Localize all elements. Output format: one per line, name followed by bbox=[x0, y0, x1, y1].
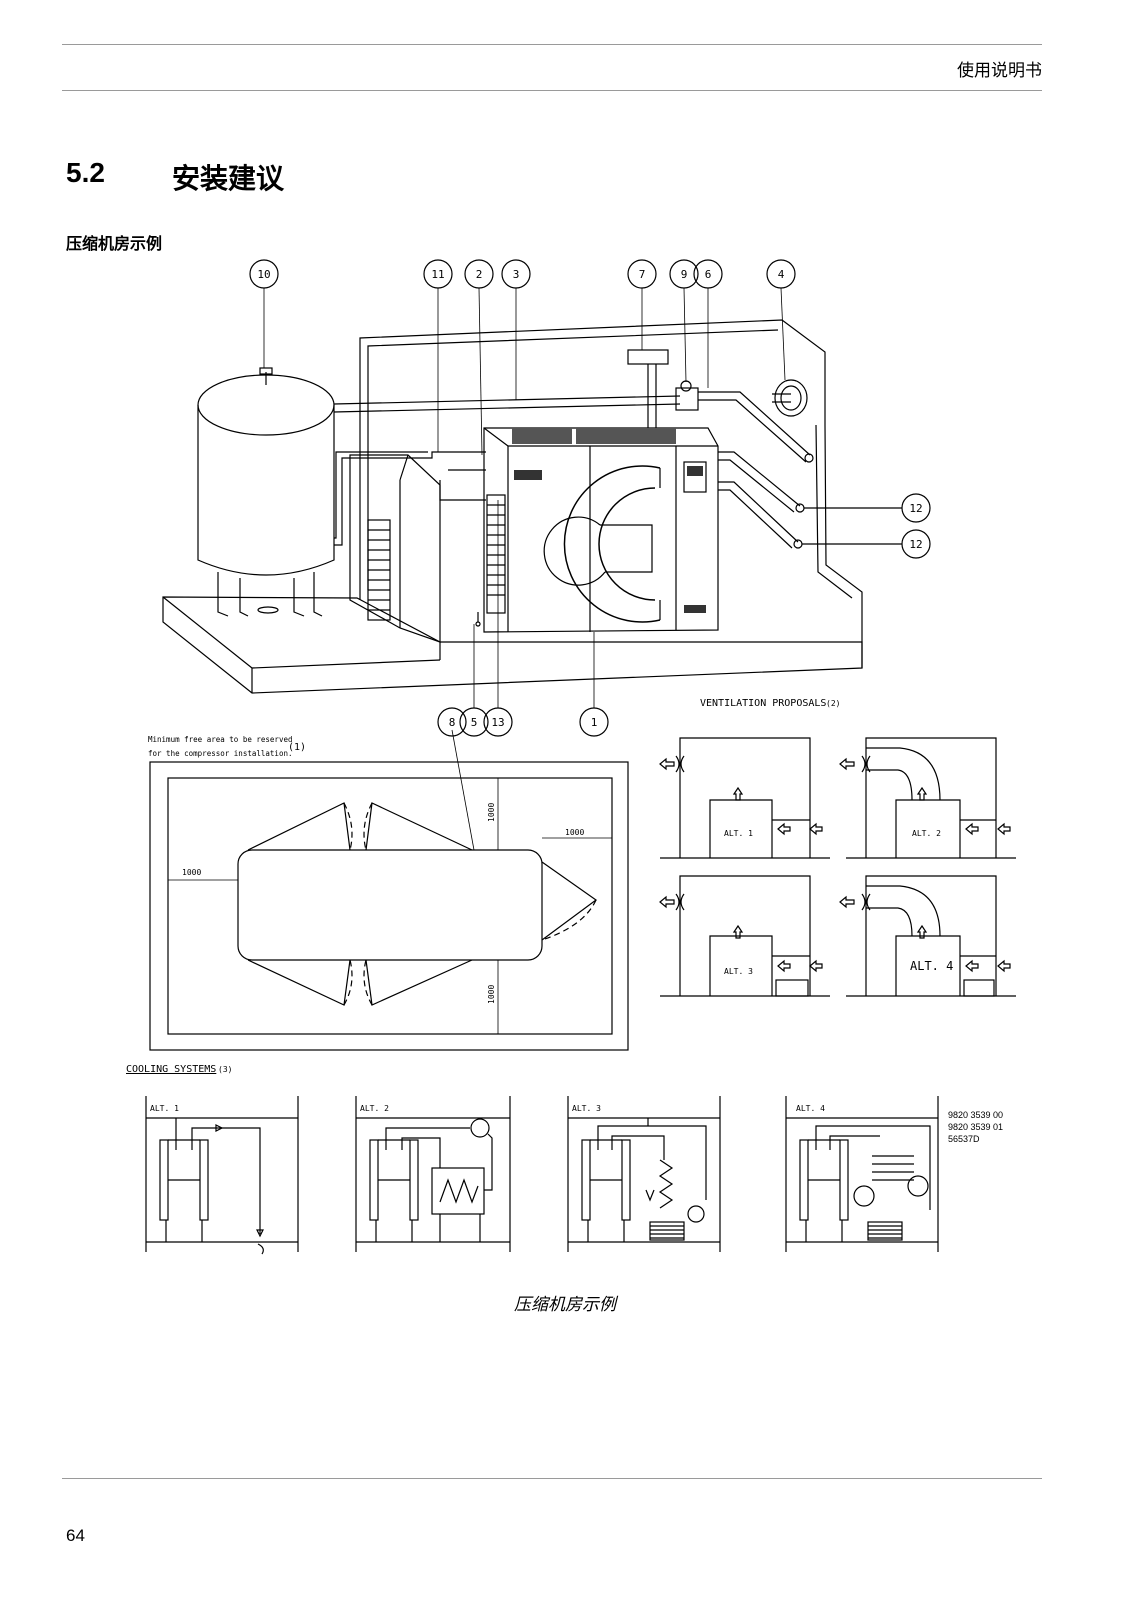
svg-text:ALT. 4: ALT. 4 bbox=[796, 1104, 825, 1113]
callout-9 bbox=[669, 259, 699, 289]
svg-text:5: 5 bbox=[471, 716, 478, 729]
callout-7 bbox=[627, 259, 657, 289]
svg-text:10: 10 bbox=[257, 268, 270, 281]
svg-text:3: 3 bbox=[513, 268, 520, 281]
code-1: 9820 3539 00 bbox=[948, 1110, 1003, 1120]
dim-left: 1000 bbox=[182, 868, 201, 877]
callout-3 bbox=[501, 259, 531, 289]
svg-text:12: 12 bbox=[909, 502, 922, 515]
callout-11 bbox=[423, 259, 453, 289]
svg-text:7: 7 bbox=[639, 268, 646, 281]
callout-labels: 10 11 2 3 7 9 6 4 12 12 8 5 13 1 bbox=[257, 268, 922, 729]
svg-text:ALT. 1: ALT. 1 bbox=[150, 1104, 179, 1113]
section-number: 5.2 bbox=[66, 157, 105, 188]
code-2: 9820 3539 01 bbox=[948, 1122, 1003, 1132]
cool-alt-3: ALT. 3 bbox=[567, 1096, 721, 1252]
dim-top: 1000 bbox=[487, 803, 496, 822]
callout-10 bbox=[249, 259, 279, 289]
cool-alt-4: ALT. 4 bbox=[785, 1096, 939, 1252]
callout-2 bbox=[464, 259, 494, 289]
cool-alt-3-tank bbox=[649, 1221, 685, 1241]
callout-4 bbox=[766, 259, 796, 289]
callout-12a bbox=[901, 493, 931, 523]
cool-alt-2: ALT. 2 bbox=[355, 1096, 511, 1252]
free-area-note-line1: Minimum free area to be reserved bbox=[148, 735, 293, 744]
dryer-grille bbox=[367, 519, 391, 621]
dim-right: 1000 bbox=[565, 828, 584, 837]
compressor-side-louvre bbox=[486, 494, 506, 614]
ventilation-ref: (2) bbox=[826, 699, 840, 708]
svg-text:13: 13 bbox=[491, 716, 504, 729]
callout-circles bbox=[249, 259, 931, 737]
callout-1 bbox=[579, 707, 609, 737]
svg-text:ALT. 4: ALT. 4 bbox=[910, 959, 953, 973]
svg-text:ALT. 2: ALT. 2 bbox=[912, 829, 941, 838]
cool-alt-4-tank bbox=[867, 1221, 903, 1241]
figure-caption: 压缩机房示例 bbox=[514, 1295, 616, 1315]
free-area-note-line2: for the compressor installation. bbox=[148, 749, 293, 758]
header-bottom-rule bbox=[62, 90, 1042, 91]
svg-text:ALT. 2: ALT. 2 bbox=[360, 1104, 389, 1113]
cool-alt-1: ALT. 1 bbox=[145, 1096, 299, 1255]
header-top-rule bbox=[62, 44, 1042, 45]
code-3: 56537D bbox=[948, 1134, 980, 1144]
page-number: 64 bbox=[66, 1526, 85, 1545]
footer-rule bbox=[62, 1478, 1042, 1479]
vent-alt-4: ALT. 4 bbox=[839, 875, 1016, 997]
dim-bottom: 1000 bbox=[487, 985, 496, 1004]
svg-text:9: 9 bbox=[681, 268, 688, 281]
header-title: 使用说明书 bbox=[957, 61, 1042, 81]
ventilation-label: VENTILATION PROPOSALS bbox=[700, 698, 826, 709]
section-title: 安装建议 bbox=[172, 162, 285, 195]
callout-12b bbox=[901, 529, 931, 559]
svg-text:12: 12 bbox=[909, 538, 922, 551]
cooling-systems: COOLING SYSTEMS (3) ALT. 1 bbox=[126, 1064, 1003, 1255]
svg-text:6: 6 bbox=[705, 268, 712, 281]
callout-8 bbox=[437, 707, 467, 737]
svg-text:11: 11 bbox=[431, 268, 444, 281]
svg-text:ALT. 1: ALT. 1 bbox=[724, 829, 753, 838]
ventilation-proposals: VENTILATION PROPOSALS (2) ALT. 1 bbox=[659, 698, 1016, 997]
cooling-ref: (3) bbox=[218, 1065, 232, 1074]
vent-alt-1: ALT. 1 bbox=[659, 737, 830, 859]
subheading: 压缩机房示例 bbox=[66, 234, 163, 253]
svg-text:2: 2 bbox=[476, 268, 483, 281]
svg-text:ALT. 3: ALT. 3 bbox=[572, 1104, 601, 1113]
svg-text:ALT. 3: ALT. 3 bbox=[724, 967, 753, 976]
callout-5 bbox=[459, 707, 489, 737]
cooling-label: COOLING SYSTEMS bbox=[126, 1064, 216, 1075]
svg-text:8: 8 bbox=[449, 716, 456, 729]
svg-text:4: 4 bbox=[778, 268, 785, 281]
callout-leaders bbox=[263, 287, 786, 851]
room-illustration bbox=[162, 319, 902, 694]
callout-13 bbox=[483, 707, 513, 737]
free-area-plan: Minimum free area to be reserved for the… bbox=[148, 735, 629, 1051]
callout-6 bbox=[693, 259, 723, 289]
free-area-ref: (1) bbox=[288, 742, 306, 753]
svg-text:1: 1 bbox=[591, 716, 598, 729]
vent-alt-3: ALT. 3 bbox=[659, 875, 830, 997]
vent-alt-2: ALT. 2 bbox=[839, 737, 1016, 859]
